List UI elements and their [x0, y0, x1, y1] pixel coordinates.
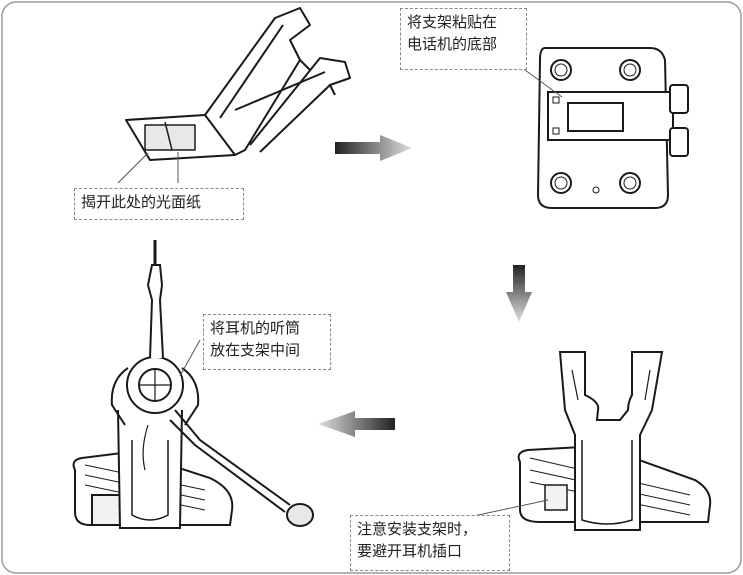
- leader-lines-1: [117, 152, 179, 184]
- callout-place-handset: 将耳机的听筒 放在支架中间: [203, 314, 331, 370]
- callout-avoid-jack-line1: 注意安装支架时，: [357, 520, 478, 538]
- callout-stick-bracket: 将支架粘贴在 电话机的底部: [400, 8, 527, 70]
- callout-peel-paper-text: 揭开此处的光面纸: [81, 193, 202, 211]
- arrow-right-icon: [335, 135, 412, 161]
- callout-stick-bracket-line1: 将支架粘贴在: [407, 13, 498, 31]
- callout-avoid-jack-line2: 要避开耳机插口: [357, 542, 463, 560]
- callout-avoid-jack: 注意安装支架时， 要避开耳机插口: [350, 515, 510, 571]
- phone-with-handset: [72, 240, 314, 529]
- callout-place-handset-line2: 放在支架中间: [210, 341, 301, 359]
- phone-with-bracket: [517, 351, 712, 531]
- leader-line-2: [524, 69, 563, 98]
- arrow-down-icon: [506, 265, 532, 322]
- arrow-left-icon: [318, 411, 395, 437]
- callout-stick-bracket-line2: 电话机的底部: [407, 35, 498, 53]
- leader-line-3: [179, 339, 201, 377]
- callout-place-handset-line1: 将耳机的听筒: [210, 319, 301, 337]
- bracket-step1: [125, 7, 351, 161]
- callout-peel-paper: 揭开此处的光面纸: [74, 188, 244, 220]
- phone-bottom: [536, 47, 689, 209]
